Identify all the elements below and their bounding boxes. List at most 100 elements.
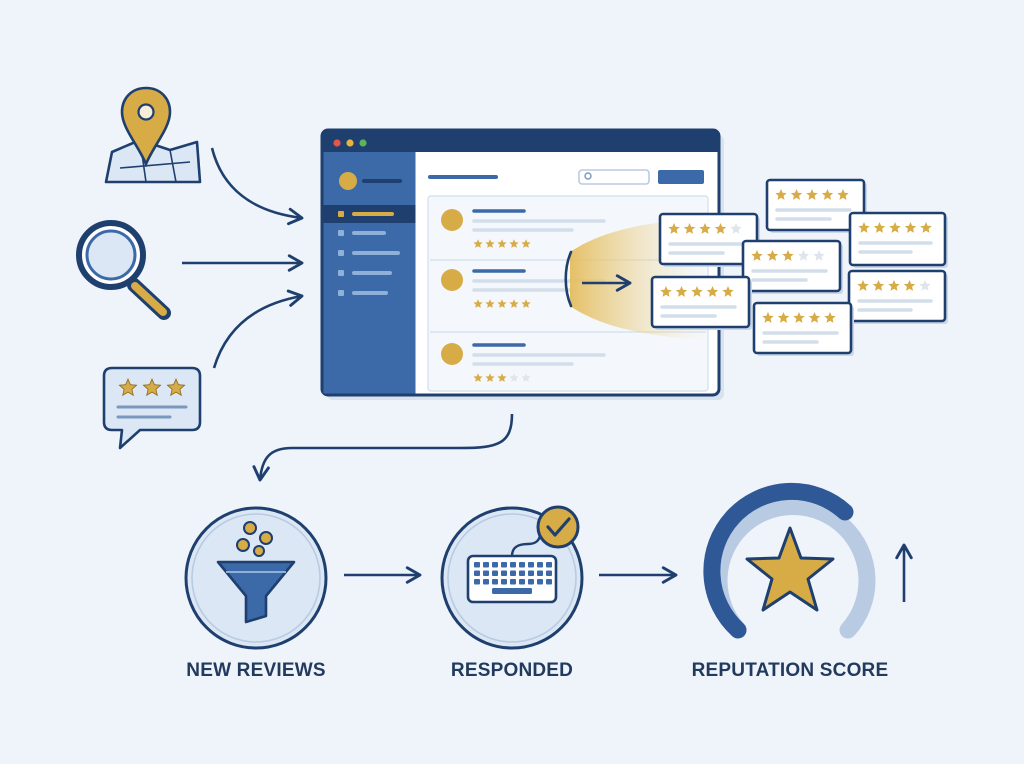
key: [501, 562, 507, 568]
window-maximize-dot[interactable]: [359, 139, 367, 147]
key: [537, 570, 543, 576]
key: [528, 570, 534, 576]
star-icon: [904, 222, 917, 233]
key: [537, 562, 543, 568]
window-close-dot[interactable]: [333, 139, 341, 147]
key: [510, 579, 516, 585]
review-card[interactable]: [650, 275, 752, 330]
step-label-responded: RESPONDED: [450, 660, 574, 681]
arrow-pin-to-dashboard: [210, 147, 304, 226]
star-icon: [777, 312, 790, 323]
key: [492, 570, 498, 576]
avatar: [339, 172, 357, 190]
empty-star-icon: [919, 280, 931, 291]
window-minimize-dot[interactable]: [346, 139, 354, 147]
star-icon: [873, 222, 886, 233]
star-icon: [485, 239, 495, 248]
key: [519, 579, 525, 585]
header-button[interactable]: [658, 170, 704, 184]
key: [483, 579, 489, 585]
keyboard-check-icon: [440, 505, 584, 650]
search-input[interactable]: [578, 169, 650, 185]
review-card[interactable]: [658, 212, 760, 267]
review-card[interactable]: [765, 178, 867, 233]
review-card[interactable]: [848, 211, 948, 268]
key: [528, 562, 534, 568]
star-icon: [766, 250, 779, 261]
star-icon: [790, 189, 803, 200]
star-icon: [872, 280, 885, 291]
star-icon: [142, 377, 162, 397]
arrow-bubble-to-dashboard: [212, 289, 304, 369]
star-icon: [714, 223, 727, 234]
star-icon: [762, 312, 774, 323]
review-card[interactable]: [741, 239, 843, 294]
reviewer-avatar: [441, 209, 463, 231]
sidebar-item[interactable]: [338, 250, 400, 256]
star-icon: [166, 377, 186, 397]
star-icon: [497, 373, 507, 382]
reviewer-avatar: [441, 343, 463, 365]
star-icon: [888, 280, 900, 291]
star-icon: [668, 223, 680, 234]
step-label-reputation-score: REPUTATION SCORE: [691, 660, 889, 681]
step-label-new-reviews: NEW REVIEWS: [186, 660, 326, 681]
key: [528, 579, 534, 585]
star-icon: [920, 222, 932, 233]
key: [492, 579, 498, 585]
arrow-dashboard-to-new-reviews: [252, 413, 514, 482]
star-icon: [857, 280, 869, 291]
star-icon: [745, 526, 835, 612]
star-icon: [509, 299, 519, 308]
star-icon: [808, 312, 821, 323]
empty-star-icon: [797, 250, 810, 261]
star-gauge-icon: [703, 482, 876, 639]
star-icon: [509, 239, 519, 248]
review-row[interactable]: [441, 209, 606, 248]
review-row[interactable]: [441, 343, 606, 382]
key: [546, 562, 552, 568]
star-icon: [706, 286, 719, 297]
key: [474, 579, 480, 585]
star-icon: [473, 239, 483, 248]
star-icon: [660, 286, 672, 297]
star-icon: [782, 250, 794, 261]
empty-star-icon: [521, 373, 531, 382]
review-card[interactable]: [752, 301, 854, 356]
key: [474, 570, 480, 576]
search-icon: [76, 220, 171, 320]
star-icon: [793, 312, 805, 323]
key: [519, 562, 525, 568]
key: [492, 562, 498, 568]
key: [546, 570, 552, 576]
key: [537, 579, 543, 585]
star-icon: [473, 373, 483, 382]
reviewer-avatar: [441, 269, 463, 291]
sidebar-item[interactable]: [338, 230, 386, 236]
sidebar-item[interactable]: [338, 290, 388, 296]
empty-star-icon: [730, 223, 742, 234]
key: [519, 570, 525, 576]
star-icon: [497, 239, 507, 248]
funnel-icon: [184, 506, 328, 650]
star-icon: [675, 286, 688, 297]
star-icon: [824, 312, 836, 323]
search-icon: [584, 172, 592, 180]
star-icon: [521, 299, 531, 308]
review-card[interactable]: [847, 269, 948, 324]
star-icon: [118, 377, 138, 397]
dashboard-window: [320, 128, 724, 400]
sidebar-item[interactable]: [338, 270, 392, 276]
star-icon: [683, 223, 696, 234]
map-pin-icon: [104, 86, 202, 184]
star-icon: [806, 189, 818, 200]
review-cards: [650, 178, 948, 356]
check-badge-icon: [536, 505, 580, 549]
empty-star-icon: [509, 373, 519, 382]
key: [501, 570, 507, 576]
star-icon: [722, 286, 734, 297]
star-icon: [837, 189, 849, 200]
key: [510, 562, 516, 568]
